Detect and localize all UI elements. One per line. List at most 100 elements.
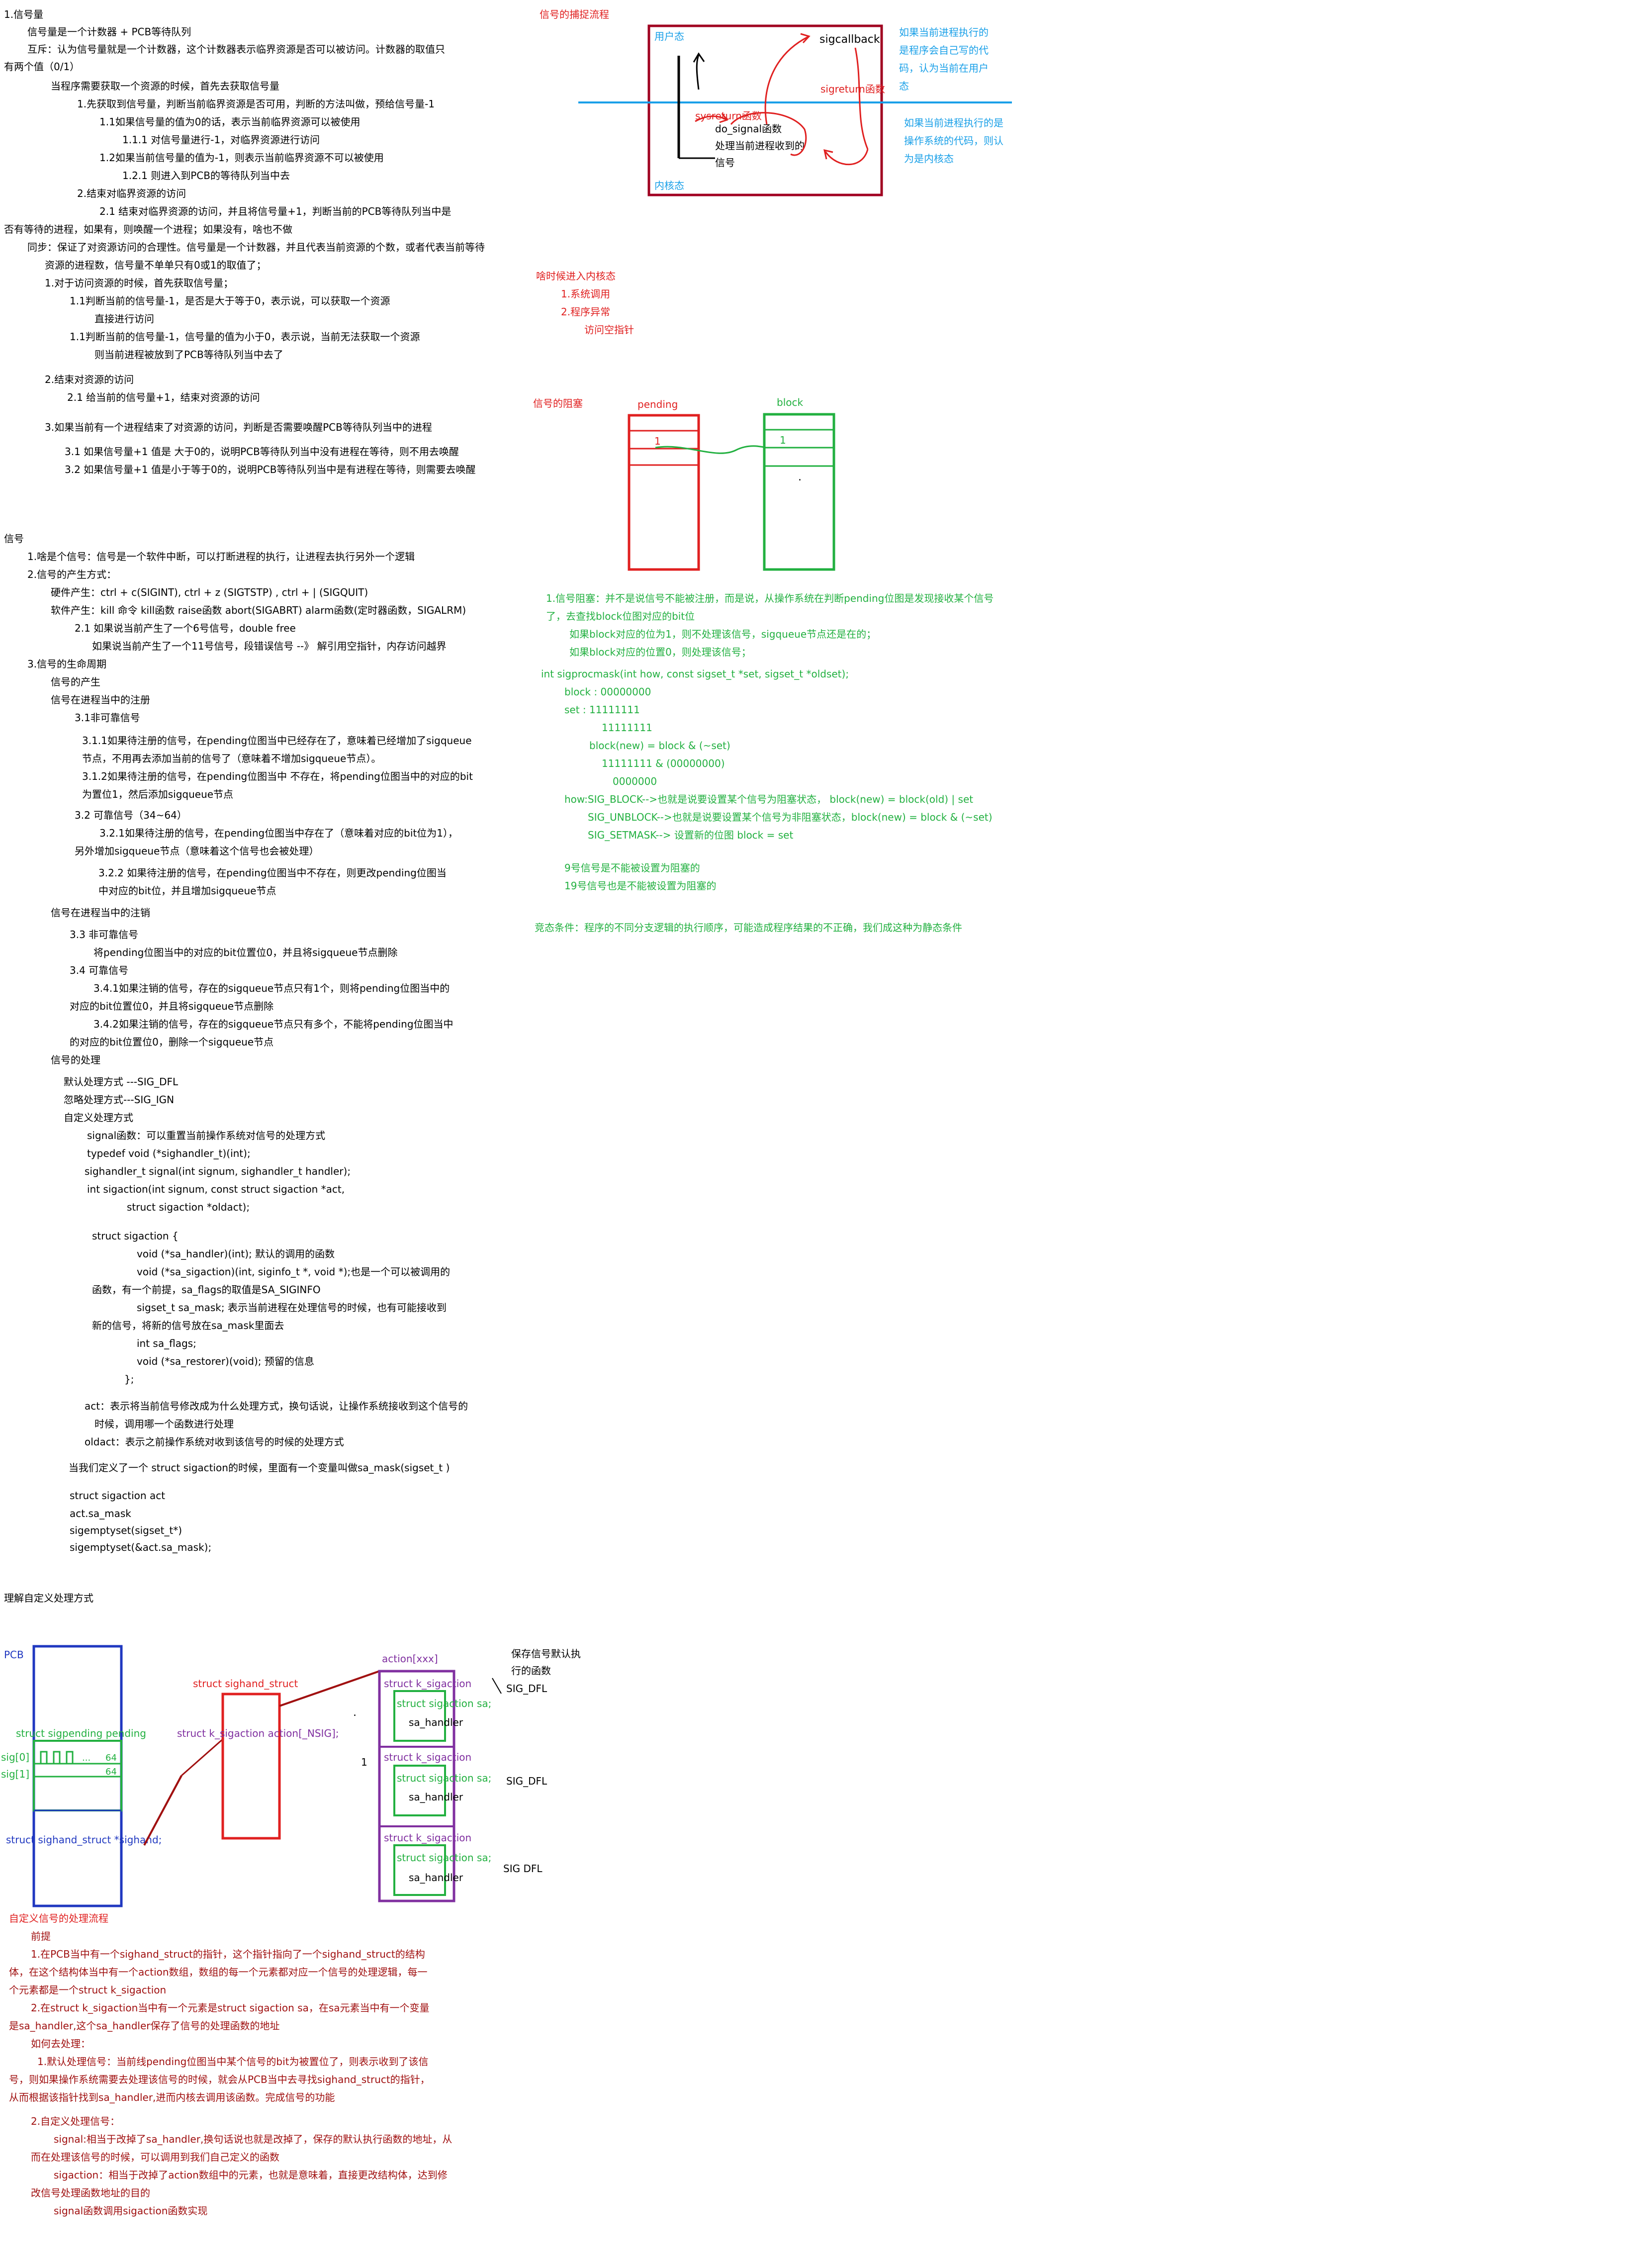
semaphore-signal-note-line: 1.啥是个信号：信号是一个软件中断，可以打断进程的执行，让进程去执行另外一个逻辑 <box>27 551 415 563</box>
signal-block-note-line: 竞态条件：程序的不同分支逻辑的执行顺序，可能造成程序结果的不正确，我们成这种为静… <box>535 922 962 934</box>
semaphore-signal-note-line: 忽略处理方式---SIG_IGN <box>64 1094 175 1106</box>
semaphore-signal-note-line: struct sigaction act <box>70 1490 166 1502</box>
signal-block-note-line: 19号信号也是不能被设置为阻塞的 <box>564 880 717 892</box>
note-kernel-line-3: 为是内核态 <box>904 153 954 165</box>
custom-handling-note-line: 从而根据该指针找到sa_handler,进而内核去调用该函数。完成信号的功能 <box>9 2091 335 2103</box>
semaphore-signal-note-line: 2.1 给当前的信号量+1，结束对资源的访问 <box>67 391 260 403</box>
block-bitmap <box>763 413 835 571</box>
save-note-2: 行的函数 <box>511 1665 551 1677</box>
kernel-entry-title: 啥时候进入内核态 <box>536 270 616 282</box>
pending-cell-value: 1 <box>654 435 661 447</box>
note-user-line-3: 码，认为当前在用户 <box>899 62 989 74</box>
semaphore-signal-note-line: 信号量是一个计数器 + PCB等待队列 <box>27 26 191 38</box>
semaphore-signal-note-line: 信号的处理 <box>51 1054 100 1066</box>
semaphore-signal-note-line: void (*sa_restorer)(void); 预留的信息 <box>137 1355 314 1367</box>
signal-block-note-line: set : 11111111 <box>564 704 640 716</box>
sig1-count: 64 <box>105 1767 117 1777</box>
semaphore-signal-note-line: 信号在进程当中的注册 <box>51 694 150 706</box>
signal-block-note-line: int sigprocmask(int how, const sigset_t … <box>541 668 849 680</box>
k-sigaction-2-label: struct k_sigaction <box>384 1751 471 1763</box>
note-kernel-line-1: 如果当前进程执行的是 <box>904 117 1003 129</box>
custom-handling-note-line: 1.在PCB当中有一个sighand_struct的指针，这个指针指向了一个si… <box>31 1948 425 1960</box>
semaphore-signal-note-line: 软件产生：kill 命令 kill函数 raise函数 abort(SIGABR… <box>51 604 466 616</box>
block-label: block <box>777 396 803 408</box>
semaphore-signal-note-line: 3.4.1如果注销的信号，存在的sigqueue节点只有1个，则将pending… <box>93 982 450 994</box>
semaphore-signal-note-line: 自定义处理方式 <box>64 1112 133 1124</box>
semaphore-signal-note-line: 理解自定义处理方式 <box>4 1592 93 1604</box>
block-diagram-title: 信号的阻塞 <box>533 397 583 409</box>
custom-handling-note-line: 前提 <box>31 1930 51 1942</box>
semaphore-signal-note-line: 中对应的bit位，并且增加sigqueue节点 <box>98 885 276 897</box>
custom-handling-note-line: 如何去处理： <box>31 2038 91 2050</box>
semaphore-signal-note-line: 1.2如果当前信号量的值为-1，则表示当前临界资源不可以被使用 <box>99 152 384 164</box>
semaphore-signal-note-line: 当程序需要获取一个资源的时候，首先去获取信号量 <box>51 80 279 92</box>
custom-handling-note-line: 号，则如果操作系统需要去处理该信号的时候，就会从PCB当中去寻找sighand_… <box>9 2074 430 2085</box>
semaphore-signal-note-line: 3.2.2 如果待注册的信号，在pending位图当中不存在，则更改pendin… <box>98 867 447 879</box>
user-up-arrow <box>693 52 705 90</box>
semaphore-signal-note-line: 3.2.1如果待注册的信号，在pending位图当中存在了（意味着对应的bit位… <box>99 827 458 839</box>
pending-bitmap <box>628 414 700 571</box>
custom-handling-note-line: sigaction：相当于改掉了action数组中的元素，也就是意味着，直接更改… <box>54 2169 448 2181</box>
sigaction-2-box <box>393 1765 446 1816</box>
sa-handler-2-label: sa_handler <box>409 1791 463 1803</box>
semaphore-signal-note-line: struct sigaction { <box>92 1230 179 1242</box>
sig-dfl-1-label: SIG_DFL <box>506 1683 547 1695</box>
flow-box <box>647 24 883 196</box>
sigreturn-label: sigreturn函数 <box>820 83 885 95</box>
sig0-label: sig[0] <box>1 1751 29 1763</box>
callback-to-sigreturn-arrow <box>854 47 869 150</box>
semaphore-signal-note-line: act.sa_mask <box>70 1508 131 1519</box>
kernel-entry-1: 1.系统调用 <box>561 288 611 300</box>
sig0-bits-dots: ... <box>82 1753 91 1763</box>
semaphore-signal-note-line: 1.信号量 <box>4 8 44 20</box>
action-pointer-arrow <box>279 1670 380 1707</box>
semaphore-signal-note-line: 1.1如果信号量的值为0的话，表示当前临界资源可以被使用 <box>99 116 361 128</box>
semaphore-signal-note-line: sigemptyset(&act.sa_mask); <box>70 1541 212 1553</box>
signal-block-note-line: how:SIG_BLOCK-->也就是说要设置某个信号为阻塞状态， block(… <box>564 793 974 805</box>
semaphore-signal-note-line: 有两个值（0/1） <box>4 61 80 73</box>
sighand-struct-box <box>221 1693 281 1840</box>
sa-3-label: struct sigaction sa; <box>397 1852 491 1864</box>
sigaction-1-box <box>393 1690 446 1742</box>
semaphore-signal-note-line: 1.2.1 则进入到PCB的等待队列当中去 <box>122 170 290 182</box>
sigreturn-to-kernel-arrow <box>823 149 869 166</box>
signal-block-note-line: 9号信号是不能被设置为阻塞的 <box>564 862 700 874</box>
semaphore-signal-note-line: 资源的进程数，信号量不单单只有0或1的取值了； <box>45 259 267 271</box>
do-signal-label: do_signal函数 <box>715 123 782 135</box>
sa-handler-1-label: sa_handler <box>409 1716 463 1728</box>
semaphore-signal-note-line: 另外增加sigqueue节点（意味着这个信号也会被处理） <box>75 845 319 857</box>
semaphore-signal-note-line: sigset_t sa_mask; 表示当前进程在处理信号的时候，也有可能接收到 <box>137 1302 447 1314</box>
sighand-pointer-arrow-2 <box>181 1737 224 1777</box>
semaphore-signal-note-line: int sa_flags; <box>137 1337 196 1349</box>
semaphore-signal-note-line: int sigaction(int signum, const struct s… <box>87 1183 345 1195</box>
do-signal-desc-2: 信号 <box>715 157 735 169</box>
semaphore-signal-note-line: act：表示将当前信号修改成为什么处理方式，换句话说，让操作系统接收到这个信号的 <box>85 1400 468 1412</box>
pcb-label: PCB <box>4 1649 24 1661</box>
semaphore-signal-note-line: 3.2 可靠信号（34~64） <box>75 809 187 821</box>
semaphore-signal-note-line: 1.1判断当前的信号量-1，是否是大于等于0，表示说，可以获取一个资源 <box>70 295 390 307</box>
semaphore-signal-note-line: signal函数：可以重置当前操作系统对信号的处理方式 <box>87 1130 326 1141</box>
note-kernel-line-2: 操作系统的代码，则认 <box>904 135 1003 147</box>
custom-handling-note-line: 是sa_handler,这个sa_handler保存了信号的处理函数的地址 <box>9 2020 280 2032</box>
semaphore-signal-note-line: 3.4.2如果注销的信号，存在的sigqueue节点只有多个，不能将pendin… <box>93 1018 453 1030</box>
semaphore-signal-note-line: 当我们定义了一个 struct sigaction的时候，里面有一个变量叫做sa… <box>69 1462 450 1474</box>
signal-block-note-line: 11111111 & (00000000) <box>602 757 725 769</box>
semaphore-signal-note-line: 时候，调用哪一个函数进行处理 <box>94 1418 234 1430</box>
semaphore-signal-note-line: 默认处理方式 ---SIG_DFL <box>64 1076 179 1088</box>
pending-label: pending <box>637 398 678 410</box>
sig-dfl-3-label: SIG DFL <box>503 1863 543 1875</box>
semaphore-signal-note-line: sighandler_t signal(int signum, sighandl… <box>85 1165 351 1177</box>
semaphore-signal-note-line: 1.对于访问资源的时候，首先获取信号量； <box>45 277 234 289</box>
semaphore-signal-note-line: 如果说当前产生了一个11号信号，段错误信号 --》 解引用空指针，内存访问越界 <box>92 640 447 652</box>
signal-block-note-line: block(new) = block & (~set) <box>589 740 730 752</box>
signal-block-note-line: 如果block对应的位置0，则处理该信号； <box>569 646 751 658</box>
semaphore-signal-note-line: 信号的产生 <box>51 676 100 688</box>
sighand-pointer-label: struct sighand_struct *sighand; <box>6 1834 162 1846</box>
signal-block-note-line: 0000000 <box>613 775 657 787</box>
semaphore-signal-note-line: 互斥：认为信号量就是一个计数器，这个计数器表示临界资源是否可以被访问。计数器的取… <box>27 43 445 55</box>
semaphore-signal-note-line: 3.1 如果信号量+1 值是 大于0的，说明PCB等待队列当中没有进程在等待，则… <box>65 446 459 458</box>
semaphore-signal-note-line: oldact：表示之前操作系统对收到该信号的时候的处理方式 <box>85 1436 344 1448</box>
semaphore-signal-note-line: 2.结束对资源的访问 <box>45 374 134 385</box>
action-index-label: 1 <box>361 1756 367 1768</box>
